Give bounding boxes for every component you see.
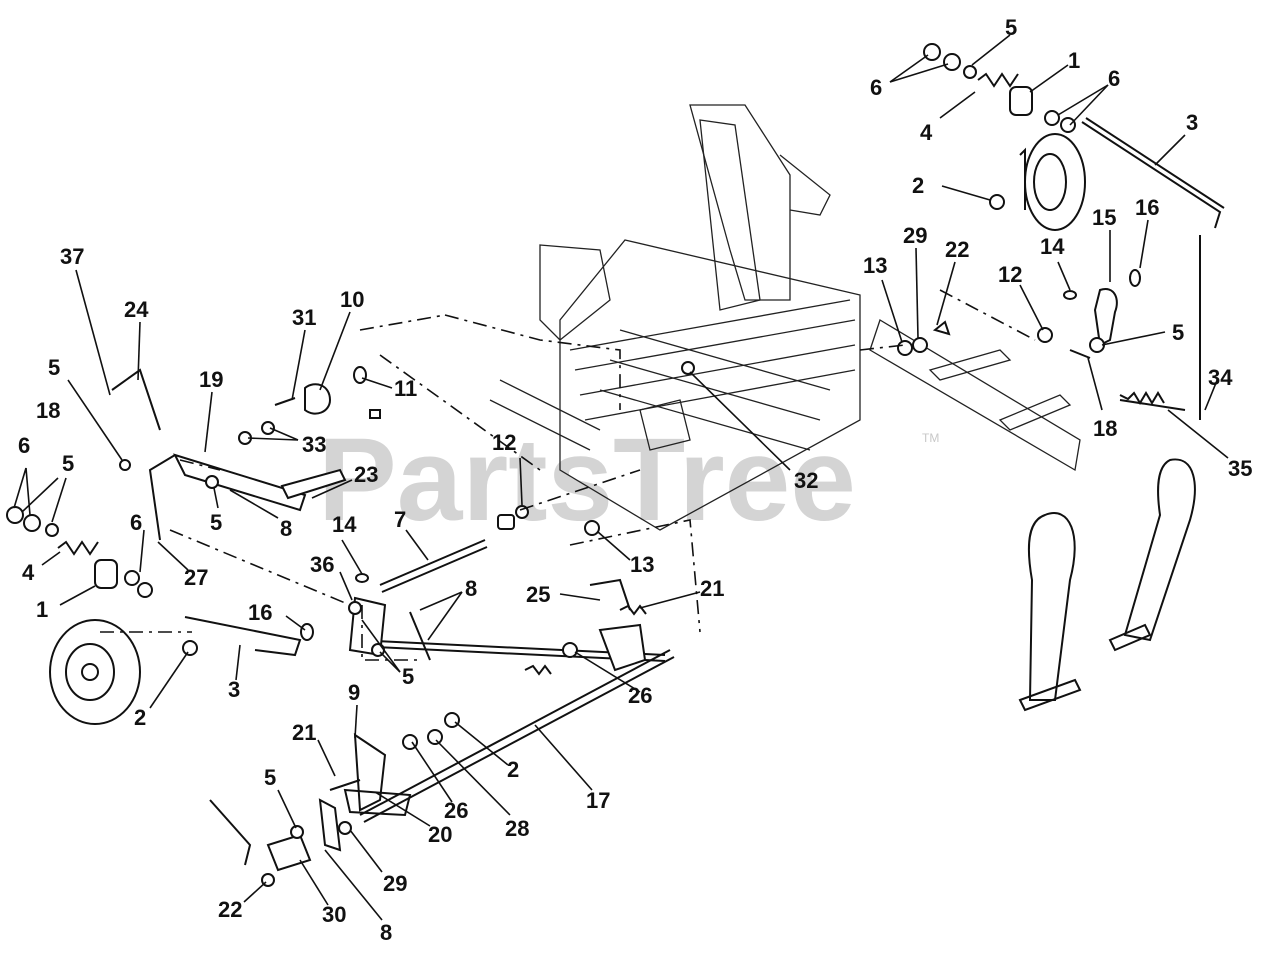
callout-6: 6 bbox=[870, 75, 882, 100]
callout-36: 36 bbox=[310, 552, 334, 577]
callout-21: 21 bbox=[292, 720, 316, 745]
callout-24: 24 bbox=[124, 297, 149, 322]
callout-18: 18 bbox=[36, 398, 60, 423]
callout-18: 18 bbox=[1093, 416, 1117, 441]
alignment-lines bbox=[100, 289, 1036, 661]
callout-2: 2 bbox=[912, 173, 924, 198]
callout-8: 8 bbox=[380, 920, 392, 945]
hardware bbox=[6, 43, 1141, 887]
callout-2: 2 bbox=[507, 757, 519, 782]
callout-25: 25 bbox=[526, 582, 550, 607]
callout-20: 20 bbox=[428, 822, 452, 847]
callout-37: 37 bbox=[60, 244, 84, 269]
callout-31: 31 bbox=[292, 305, 316, 330]
callout-14: 14 bbox=[332, 512, 357, 537]
callouts: 5 1 6 6 4 3 2 16 15 14 29 22 13 12 5 37 … bbox=[13, 15, 1252, 945]
callout-7: 7 bbox=[394, 507, 406, 532]
callout-17: 17 bbox=[586, 788, 610, 813]
callout-23: 23 bbox=[354, 462, 378, 487]
callout-35: 35 bbox=[1228, 456, 1252, 481]
callout-10: 10 bbox=[340, 287, 364, 312]
brake-drum-right bbox=[1009, 86, 1086, 231]
callout-21: 21 bbox=[700, 576, 724, 601]
callout-6: 6 bbox=[1108, 66, 1120, 91]
callout-33: 33 bbox=[302, 432, 326, 457]
callout-5: 5 bbox=[264, 765, 276, 790]
callout-32: 32 bbox=[794, 468, 818, 493]
callout-29: 29 bbox=[383, 871, 407, 896]
callout-6: 6 bbox=[18, 433, 30, 458]
callout-19: 19 bbox=[199, 367, 223, 392]
callout-22: 22 bbox=[218, 897, 242, 922]
callout-5: 5 bbox=[48, 355, 60, 380]
callout-5: 5 bbox=[402, 664, 414, 689]
callout-4: 4 bbox=[22, 560, 35, 585]
callout-8: 8 bbox=[280, 516, 292, 541]
callout-28: 28 bbox=[505, 816, 529, 841]
callout-5: 5 bbox=[210, 510, 222, 535]
callout-3: 3 bbox=[1186, 110, 1198, 135]
callout-5: 5 bbox=[1005, 15, 1017, 40]
callout-22: 22 bbox=[945, 237, 969, 262]
left-assembly bbox=[111, 288, 1118, 872]
callout-3: 3 bbox=[228, 677, 240, 702]
callout-27: 27 bbox=[184, 565, 208, 590]
callout-4: 4 bbox=[920, 120, 933, 145]
chassis-frame bbox=[489, 104, 1081, 531]
callout-5: 5 bbox=[62, 451, 74, 476]
callout-12: 12 bbox=[998, 262, 1022, 287]
callout-34: 34 bbox=[1208, 365, 1233, 390]
callout-2: 2 bbox=[134, 705, 146, 730]
callout-6: 6 bbox=[130, 510, 142, 535]
callout-16: 16 bbox=[248, 600, 272, 625]
callout-16: 16 bbox=[1135, 195, 1159, 220]
rods bbox=[184, 117, 1225, 823]
callout-26: 26 bbox=[628, 683, 652, 708]
callout-1: 1 bbox=[1068, 48, 1080, 73]
callout-30: 30 bbox=[322, 902, 346, 927]
brake-drum-left bbox=[49, 559, 141, 725]
brake-pedals bbox=[1018, 458, 1196, 712]
callout-12: 12 bbox=[492, 430, 516, 455]
springs bbox=[57, 72, 1165, 556]
callout-13: 13 bbox=[630, 552, 654, 577]
watermark-trademark: TM bbox=[922, 431, 939, 445]
callout-9: 9 bbox=[348, 680, 360, 705]
callout-5: 5 bbox=[1172, 320, 1184, 345]
callout-1: 1 bbox=[36, 597, 48, 622]
callout-8: 8 bbox=[465, 576, 477, 601]
callout-11: 11 bbox=[394, 376, 417, 401]
callout-15: 15 bbox=[1092, 205, 1116, 230]
callout-26: 26 bbox=[444, 798, 468, 823]
callout-29: 29 bbox=[903, 223, 927, 248]
callout-14: 14 bbox=[1040, 234, 1065, 259]
callout-13: 13 bbox=[863, 253, 887, 278]
